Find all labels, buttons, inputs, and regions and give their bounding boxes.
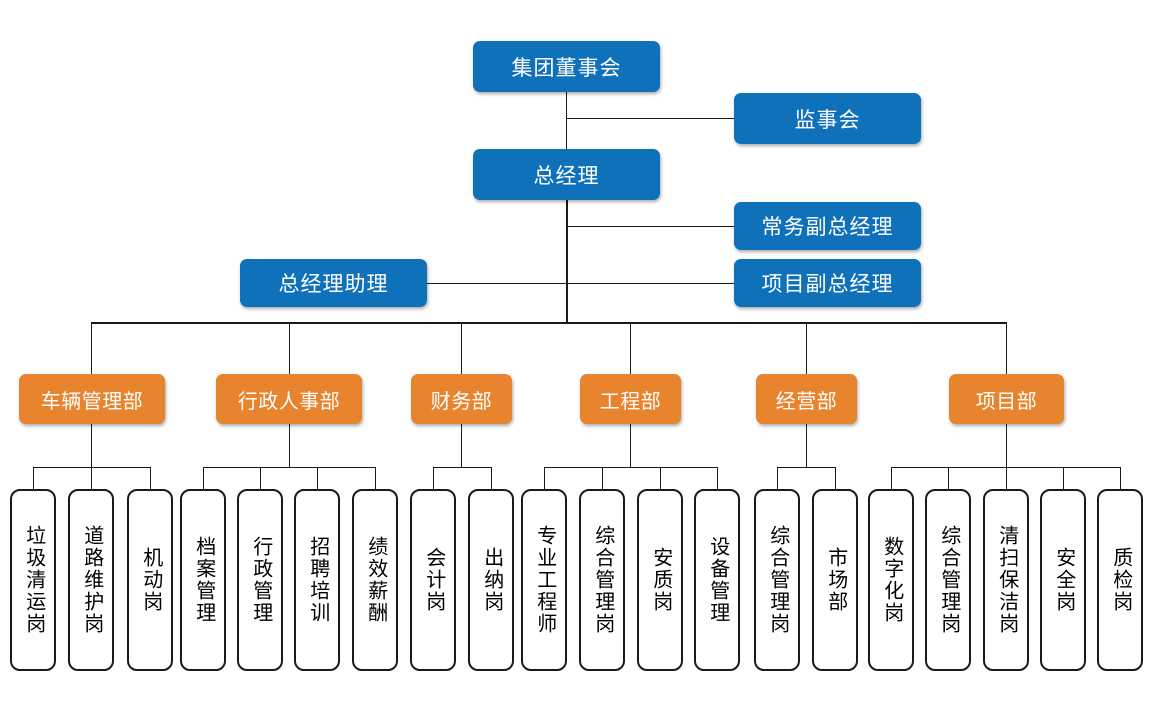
node-gm-assistant[interactable]: 总经理助理	[240, 259, 427, 307]
leaf-label: 会计岗	[422, 547, 445, 613]
connector-leaf-drop-3	[203, 467, 204, 489]
connector-leaf-drop-6	[375, 467, 376, 489]
leaf-box-safety-quality[interactable]: 安质岗	[637, 489, 683, 671]
leaf-box-quality-inspection[interactable]: 质检岗	[1097, 489, 1143, 671]
connector-leaf-drop-17	[1006, 467, 1007, 489]
leaf-box-cleaning-sanitation[interactable]: 清扫保洁岗	[983, 489, 1029, 671]
leaf-box-accounting[interactable]: 会计岗	[410, 489, 456, 671]
connector-leaf-drop-16	[948, 467, 949, 489]
leaf-box-marketing[interactable]: 市场部	[812, 489, 858, 671]
connector-gm-to-project-deputy	[567, 283, 734, 284]
connector-bus-to-dept-5	[1006, 322, 1007, 374]
leaf-label: 绩效薪酬	[364, 536, 387, 624]
leaf-label: 安全岗	[1052, 547, 1075, 613]
leaf-label: 综合管理岗	[937, 525, 960, 635]
node-board[interactable]: 集团董事会	[473, 41, 660, 92]
leaf-box-operations-general-management[interactable]: 综合管理岗	[754, 489, 800, 671]
subbus-dept-3	[544, 467, 717, 468]
connector-bus-to-dept-0	[91, 322, 92, 374]
node-executive-deputy-gm[interactable]: 常务副总经理	[734, 202, 921, 250]
connector-leaf-drop-0	[33, 467, 34, 489]
node-supervisory-board[interactable]: 监事会	[734, 93, 921, 144]
leaf-box-digitalization[interactable]: 数字化岗	[868, 489, 914, 671]
connector-leaf-drop-1	[91, 467, 92, 489]
leaf-box-road-maintenance[interactable]: 道路维护岗	[68, 489, 114, 671]
connector-bus-to-dept-3	[630, 322, 631, 374]
connector-leaf-drop-18	[1063, 467, 1064, 489]
leaf-label: 垃圾清运岗	[22, 525, 45, 635]
leaf-label: 机动岗	[139, 547, 162, 613]
connector-bus-to-dept-4	[806, 322, 807, 374]
leaf-box-professional-engineer[interactable]: 专业工程师	[521, 489, 567, 671]
node-department-engineering[interactable]: 工程部	[580, 374, 681, 424]
leaf-label: 质检岗	[1109, 547, 1132, 613]
subbus-dept-1	[203, 467, 375, 468]
connector-dept-2-stem	[461, 424, 462, 467]
leaf-label: 综合管理岗	[591, 525, 614, 635]
leaf-box-performance-compensation[interactable]: 绩效薪酬	[352, 489, 398, 671]
connector-dept-0-stem	[91, 424, 92, 467]
connector-leaf-drop-10	[602, 467, 603, 489]
node-department-admin-hr[interactable]: 行政人事部	[216, 374, 362, 424]
connector-gm-stem	[566, 198, 568, 323]
connector-leaf-drop-11	[660, 467, 661, 489]
leaf-label: 道路维护岗	[80, 525, 103, 635]
connector-bus-to-dept-1	[289, 322, 290, 374]
connector-leaf-drop-13	[777, 467, 778, 489]
node-general-manager[interactable]: 总经理	[473, 149, 660, 200]
leaf-label: 专业工程师	[533, 525, 556, 635]
connector-bus-to-dept-2	[461, 322, 462, 374]
leaf-box-administration[interactable]: 行政管理	[237, 489, 283, 671]
connector-dept-4-stem	[806, 424, 807, 467]
connector-leaf-drop-14	[835, 467, 836, 489]
leaf-box-safety[interactable]: 安全岗	[1040, 489, 1086, 671]
subbus-dept-5	[891, 467, 1120, 468]
node-department-project[interactable]: 项目部	[949, 374, 1064, 424]
leaf-label: 招聘培训	[306, 536, 329, 624]
node-department-finance[interactable]: 财务部	[411, 374, 512, 424]
leaf-label: 设备管理	[706, 536, 729, 624]
connector-leaf-drop-2	[150, 467, 151, 489]
connector-leaf-drop-7	[433, 467, 434, 489]
connector-leaf-drop-19	[1120, 467, 1121, 489]
leaf-box-cashier[interactable]: 出纳岗	[468, 489, 514, 671]
connector-dept-1-stem	[289, 424, 290, 467]
leaf-box-equipment-management[interactable]: 设备管理	[694, 489, 740, 671]
connector-leaf-drop-15	[891, 467, 892, 489]
subbus-dept-2	[433, 467, 491, 468]
connector-leaf-drop-5	[317, 467, 318, 489]
leaf-box-mobile-duty[interactable]: 机动岗	[127, 489, 173, 671]
connector-gm-to-gm-assistant	[424, 283, 567, 284]
connector-dept-5-stem	[1006, 424, 1007, 467]
leaf-box-recruitment-training[interactable]: 招聘培训	[294, 489, 340, 671]
connector-gm-to-exec-deputy	[567, 226, 734, 227]
leaf-box-engineering-general-management[interactable]: 综合管理岗	[579, 489, 625, 671]
leaf-label: 市场部	[824, 547, 847, 613]
leaf-label: 出纳岗	[480, 547, 503, 613]
leaf-label: 综合管理岗	[766, 525, 789, 635]
leaf-label: 档案管理	[192, 536, 215, 624]
node-project-deputy-gm[interactable]: 项目副总经理	[734, 259, 921, 307]
node-department-operations[interactable]: 经营部	[756, 374, 857, 424]
leaf-box-project-general-management[interactable]: 综合管理岗	[925, 489, 971, 671]
connector-dept-3-stem	[630, 424, 631, 467]
connector-leaf-drop-12	[717, 467, 718, 489]
node-department-vehicle-management[interactable]: 车辆管理部	[19, 374, 165, 424]
leaf-label: 安质岗	[649, 547, 672, 613]
leaf-box-records-management[interactable]: 档案管理	[180, 489, 226, 671]
connector-leaf-drop-9	[544, 467, 545, 489]
connector-leaf-drop-4	[260, 467, 261, 489]
leaf-box-waste-collection[interactable]: 垃圾清运岗	[10, 489, 56, 671]
connector-department-bus	[91, 322, 1007, 324]
leaf-label: 数字化岗	[880, 536, 903, 624]
leaf-label: 行政管理	[249, 536, 272, 624]
connector-leaf-drop-8	[491, 467, 492, 489]
connector-board-to-supervisory	[566, 118, 734, 119]
subbus-dept-4	[777, 467, 835, 468]
connector-board-stem	[566, 92, 567, 163]
leaf-label: 清扫保洁岗	[995, 525, 1018, 635]
